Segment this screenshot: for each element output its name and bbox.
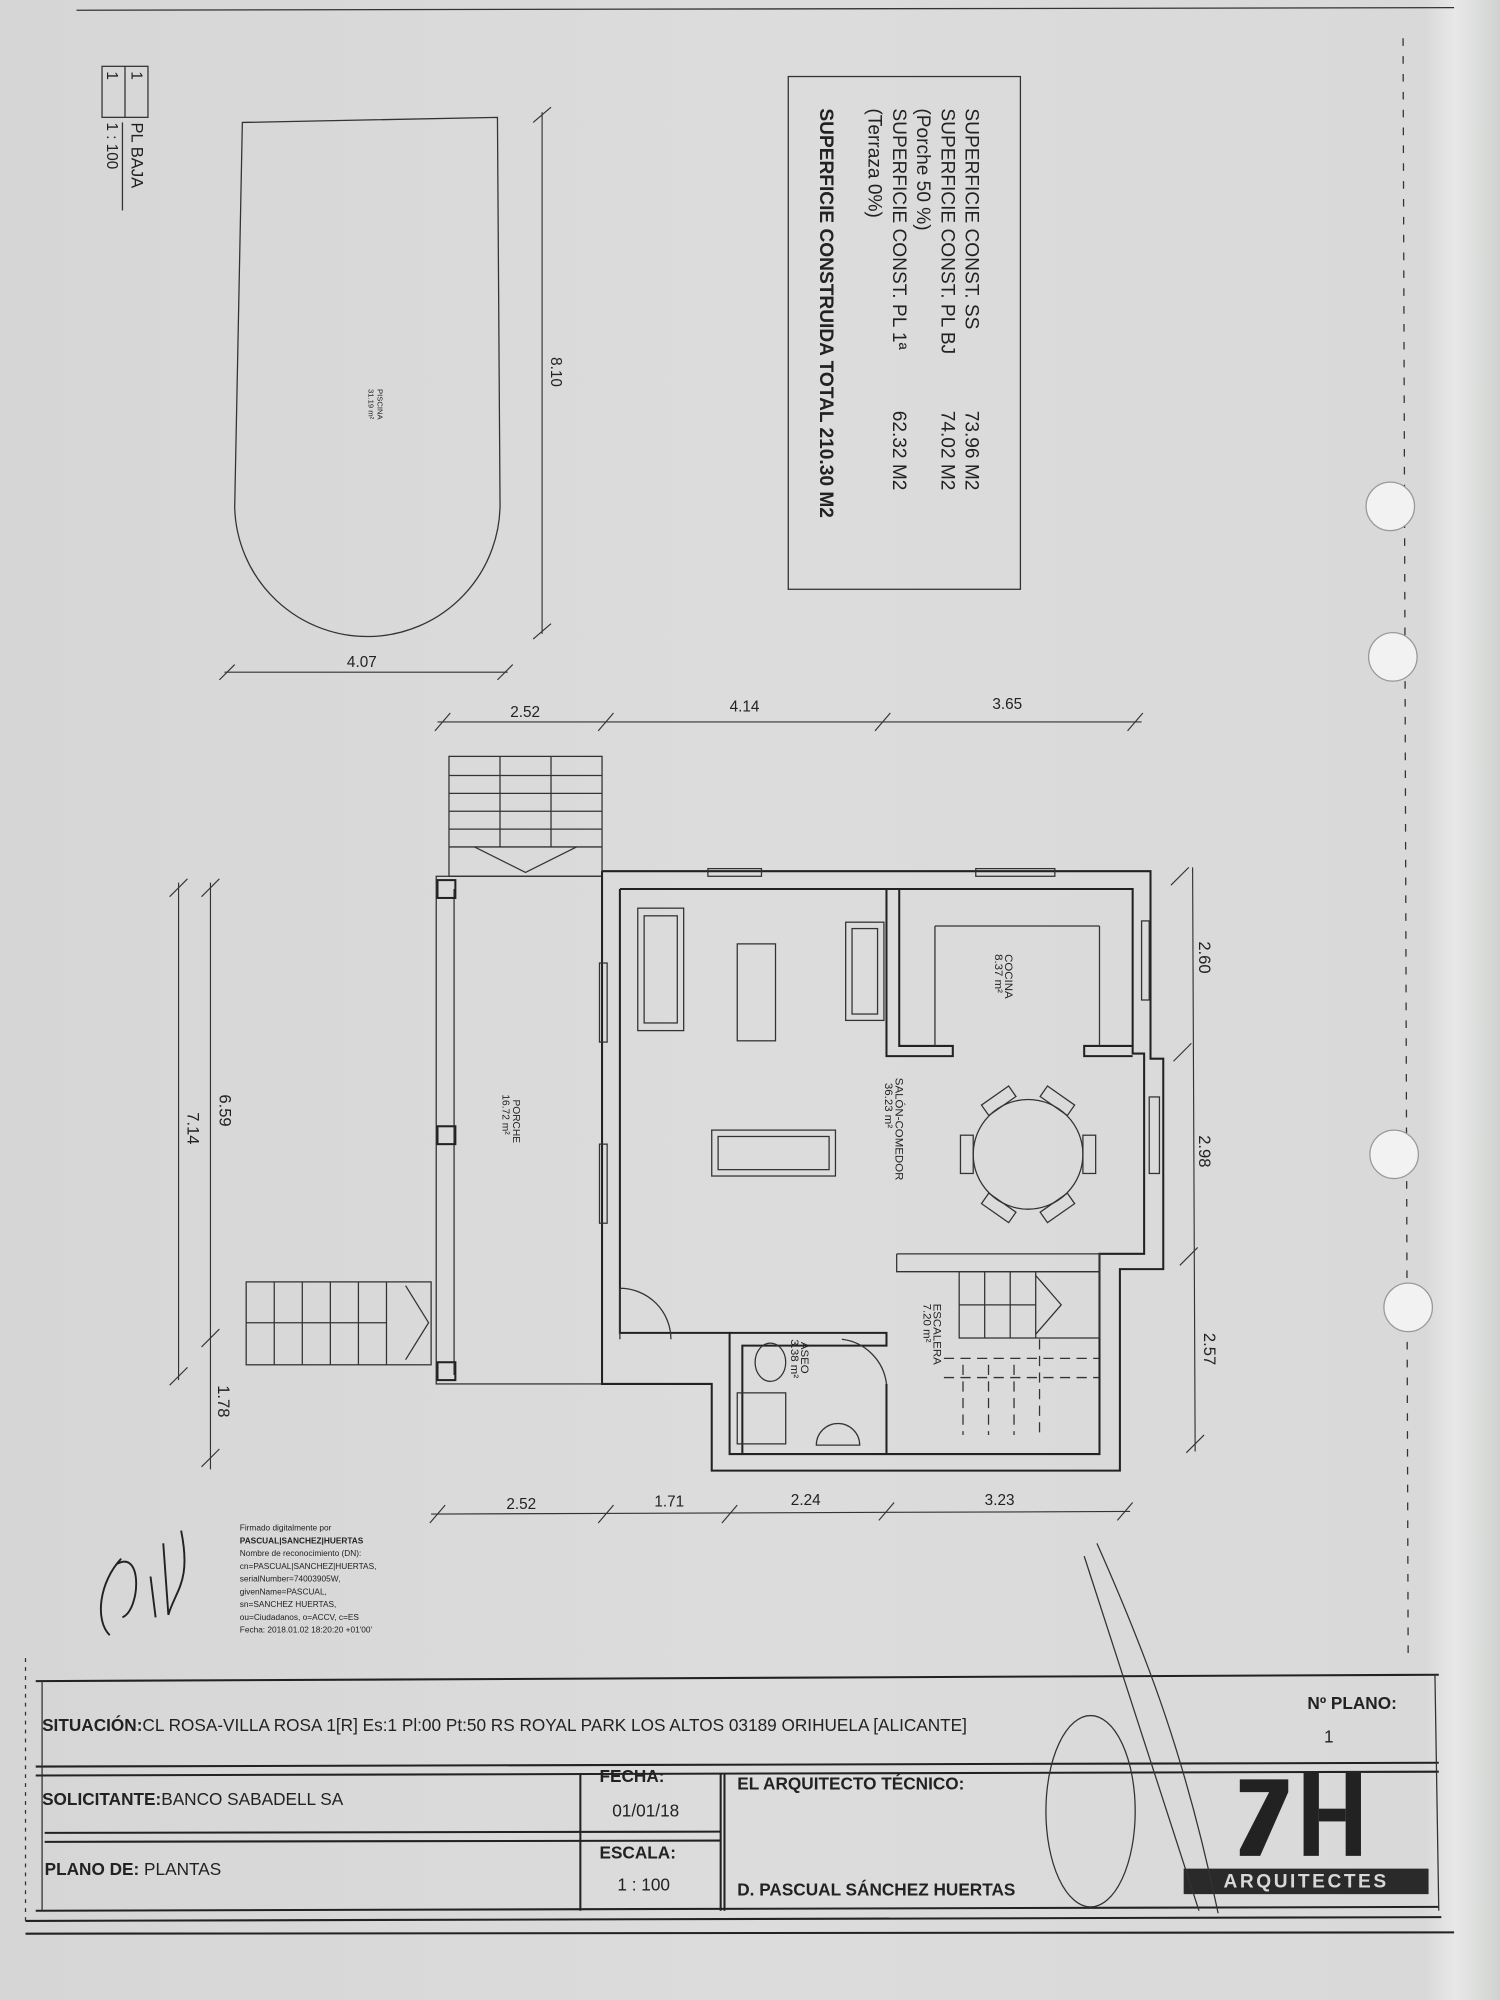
dim-bottom-2: 1.71 [654,1493,684,1510]
dim-bottom-3: 2.24 [791,1492,821,1509]
sig-line: sn=SANCHEZ HUERTAS, [240,1599,337,1609]
logo-text: ARQUITECTES [1224,1872,1389,1893]
area-plbj-value: 74.02 M2 [936,411,957,491]
area-terraza-note: (Terraza 0%) [864,108,885,217]
area-plbj-label: SUPERFICIE CONST. PL BJ [936,108,957,354]
plano-de-value: PLANTAS [144,1859,221,1879]
dim-bottom-4: 3.23 [985,1492,1015,1509]
top-dimensions: 2.52 4.14 3.65 [434,696,1144,732]
stairs-label: ESCALERA [931,1304,943,1366]
area-pl1-value: 62.32 M2 [888,411,909,491]
living-label: SALÓN-COMEDOR [892,1078,905,1181]
aseo [729,1331,888,1455]
escala-label: ESCALA: [599,1842,675,1862]
sig-line: serialNumber=74003905W, [240,1574,341,1584]
kitchen-label: COCINA [1002,954,1014,999]
arquitecto-label: EL ARQUITECTO TÉCNICO: [737,1774,964,1794]
plano-num-value: 1 [1324,1726,1334,1746]
dining-chairs [959,1085,1097,1224]
dim-left-inner: 6.59 [215,1094,234,1126]
situacion-value: CL ROSA-VILLA ROSA 1[R] Es:1 Pl:00 Pt:50… [142,1715,967,1735]
situacion-label: SITUACIÓN: [42,1715,142,1735]
escala-value: 1 : 100 [617,1874,670,1894]
digital-signature-text: Firmado digitalmente por PASCUAL|SANCHEZ… [240,1523,377,1635]
fecha-value: 01/01/18 [612,1800,679,1820]
dim-left-lower: 1.78 [214,1385,233,1417]
dim-right-3: 2.57 [1200,1333,1219,1365]
sig-line: givenName=PASCUAL, [240,1586,327,1596]
dim-bottom-1: 2.52 [506,1496,536,1513]
sig-line: ou=Ciudadanos, o=ACCV, c=ES [240,1612,360,1622]
dim-top-2: 4.14 [730,699,760,716]
porch: PORCHE 16.72 m² [435,875,603,1385]
area-ss-value: 73.96 M2 [961,411,982,491]
right-dimensions: 2.60 2.98 2.57 [1170,866,1219,1454]
furniture [637,907,1097,1224]
area-porche-note: (Porche 50 %) [912,108,933,230]
room-labels: COCINA 8.37 m² SALÓN-COMEDOR 36.23 m² ES… [788,954,1014,1378]
pool-area: 31.19 m² [367,389,376,420]
pool-dimensions: 8.10 4.07 [218,106,564,681]
sig-line: Nombre de reconocimiento (DN): [240,1548,362,1558]
entry-stairs-top [448,755,603,877]
dim-pool-width: 4.07 [347,654,377,671]
dim-top-1: 2.52 [510,704,540,721]
area-pl1-label: SUPERFICIE CONST. PL 1ª [888,108,909,350]
sig-line: PASCUAL|SANCHEZ|HUERTAS [240,1535,364,1545]
svg-text:SOLICITANTE:BANCO SABADELL SA: SOLICITANTE:BANCO SABADELL SA [42,1789,344,1809]
sig-line: Firmado digitalmente por [240,1523,332,1533]
svg-text:SITUACIÓN:CL ROSA-VILLA ROSA 1: SITUACIÓN:CL ROSA-VILLA ROSA 1[R] Es:1 P… [42,1715,967,1735]
plano-de-label: PLANO DE: [45,1859,140,1879]
dim-right-2: 2.98 [1195,1135,1214,1167]
plano-num-label: Nº PLANO: [1307,1693,1396,1713]
dim-top-3: 3.65 [992,696,1022,713]
plan-title: PL BAJA [127,122,146,189]
sig-line: Fecha: 2018.01.02 18:20:20 +01'00' [240,1625,373,1635]
porch-label: PORCHE [510,1099,521,1143]
pool-label: PISCINA [376,389,385,420]
punch-holes [1365,481,1434,1333]
dim-pool-length: 8.10 [547,357,564,387]
plan-num-bottom: 1 [103,71,120,80]
plan-num-top: 1 [127,71,144,80]
interior-stairs [943,1271,1101,1435]
porch-area: 16.72 m² [500,1094,511,1135]
pool: PISCINA 31.19 m² [234,116,501,638]
stairs-area: 7.20 m² [920,1304,932,1343]
top-border [76,7,1455,11]
handwritten-signature [99,1530,186,1636]
dining-table [972,1098,1084,1210]
arquitecto-name: D. PASCUAL SÁNCHEZ HUERTAS [737,1879,1015,1899]
svg-text:PLANO DE: PLANTAS: PLANO DE: PLANTAS [45,1859,222,1879]
plan-scale: 1 : 100 [103,122,120,169]
plan-label: 1 1 PL BAJA 1 : 100 [101,65,149,211]
left-dimensions: 6.59 7.14 1.78 [169,878,234,1470]
stamp-signature [1045,1543,1219,1914]
solicitante-label: SOLICITANTE: [42,1789,161,1809]
bottom-dimensions: 2.52 1.71 2.24 3.23 [429,1492,1134,1524]
side-stairs [245,1281,432,1366]
title-block: SITUACIÓN:CL ROSA-VILLA ROSA 1[R] Es:1 P… [25,1543,1455,1935]
solicitante-value: BANCO SABADELL SA [161,1789,344,1809]
wc-label: ASEO [798,1342,810,1374]
sig-line: cn=PASCUAL|SANCHEZ|HUERTAS, [240,1561,377,1571]
area-ss-label: SUPERFICIE CONST. SS [961,108,982,329]
dim-right-1: 2.60 [1195,941,1214,973]
right-border [1402,38,1409,1659]
zh-logo: ARQUITECTES [1183,1772,1429,1895]
living-area: 36.23 m² [882,1083,894,1128]
wc-area: 3.38 m² [788,1339,800,1378]
kitchen-area: 8.37 m² [992,954,1004,993]
area-total: SUPERFICIE CONSTRUIDA TOTAL 210.30 M2 [815,108,836,517]
house-walls [598,867,1165,1472]
fecha-label: FECHA: [599,1766,664,1786]
areas-box: SUPERFICIE CONST. SS 73.96 M2 SUPERFICIE… [787,75,1022,590]
dim-left-outer: 7.14 [184,1112,203,1144]
